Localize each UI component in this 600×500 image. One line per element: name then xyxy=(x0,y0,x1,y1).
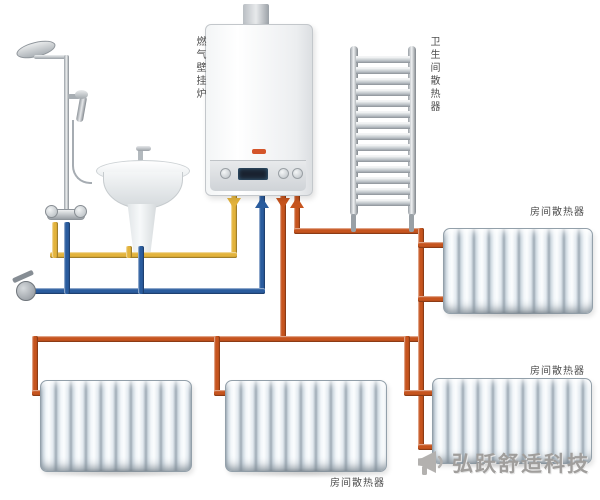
cold-water-flow-arrow-up xyxy=(255,197,269,208)
sink-faucet-spout xyxy=(136,146,151,151)
hand-shower xyxy=(75,95,88,123)
cold-water-valve xyxy=(16,281,36,301)
heating-supply-flow-arrow-down xyxy=(276,198,290,209)
radiator-bottom-right xyxy=(432,378,592,464)
boiler-display xyxy=(238,168,268,180)
boiler-knob-right xyxy=(292,168,303,179)
heating-pipe-stub-bottomright-top xyxy=(404,390,438,396)
cold-water-pipe-boiler-riser xyxy=(259,192,265,294)
boiler-flue xyxy=(243,4,269,26)
radiator-shadow xyxy=(42,468,190,478)
towel-radiator-rail-right xyxy=(408,46,416,216)
heating-pipe-stub-midright-bottom xyxy=(418,296,450,302)
heating-pipe-drop-left-radiator xyxy=(32,336,38,396)
megaphone-icon xyxy=(416,449,446,477)
room-radiator-label-bottom-center: 房间散热器 xyxy=(330,478,385,489)
heating-pipe-stub-center-radiator xyxy=(214,390,232,396)
heating-pipe-stub-bottomright-bottom xyxy=(418,444,438,450)
radiator-bottom-center xyxy=(225,380,387,472)
boiler-knob-left xyxy=(220,168,231,179)
heating-pipe-right-inner-riser xyxy=(404,336,410,394)
hot-water-pipe-boiler-drop xyxy=(231,192,237,258)
heating-return-flow-arrow-up xyxy=(290,197,304,208)
boiler-label: 燃气壁挂炉 xyxy=(194,36,205,101)
radiator-shadow xyxy=(435,460,589,469)
hot-water-pipe-sink-branch xyxy=(126,246,132,258)
hand-shower-head xyxy=(75,90,88,99)
shower-valve-handle-left xyxy=(45,205,58,218)
heating-return-pipe-boiler-drop xyxy=(294,192,300,234)
hand-shower-hose xyxy=(72,120,92,184)
radiator-mid-right xyxy=(443,228,593,314)
hand-shower-bracket xyxy=(68,94,80,99)
radiator-shadow xyxy=(228,468,384,478)
towel-radiator-label: 卫生间散热器 xyxy=(428,36,439,114)
shower-riser-pipe xyxy=(64,55,69,217)
sink-basin-bowl xyxy=(103,172,183,209)
cold-water-pipe-sink-branch xyxy=(138,246,144,294)
heating-pipe-lower-run xyxy=(32,336,424,342)
watermark: 弘跃舒适科技 xyxy=(416,448,590,478)
heating-pipe-drop-center-radiator xyxy=(214,336,220,396)
heating-pipe-right-riser xyxy=(418,228,424,450)
heating-supply-pipe-boiler-drop xyxy=(280,192,286,342)
cold-water-pipe-shower-branch xyxy=(64,222,70,294)
towel-radiator-foot-right xyxy=(409,214,414,232)
boiler-logo xyxy=(252,149,266,154)
heating-pipe-stub-midright-top xyxy=(418,242,450,248)
heating-pipe-upper-run xyxy=(294,228,424,234)
shower-arm xyxy=(34,55,68,59)
sink-faucet xyxy=(138,148,143,164)
towel-radiator-rungs xyxy=(356,56,410,208)
boiler-knob-mid xyxy=(278,168,289,179)
shower-valve-handle-right xyxy=(74,205,87,218)
towel-radiator-rail-left xyxy=(350,46,358,216)
hot-water-flow-arrow-down xyxy=(227,198,241,209)
cold-water-pipe-main xyxy=(28,288,265,294)
hot-water-pipe-shower-branch xyxy=(52,222,58,258)
room-radiator-label-right-bottom: 房间散热器 xyxy=(530,366,585,377)
room-radiator-label-right-top: 房间散热器 xyxy=(530,207,585,218)
watermark-text: 弘跃舒适科技 xyxy=(452,453,590,476)
towel-radiator-foot-left xyxy=(351,214,356,232)
radiator-shadow xyxy=(446,310,590,319)
radiator-bottom-left xyxy=(40,380,192,472)
